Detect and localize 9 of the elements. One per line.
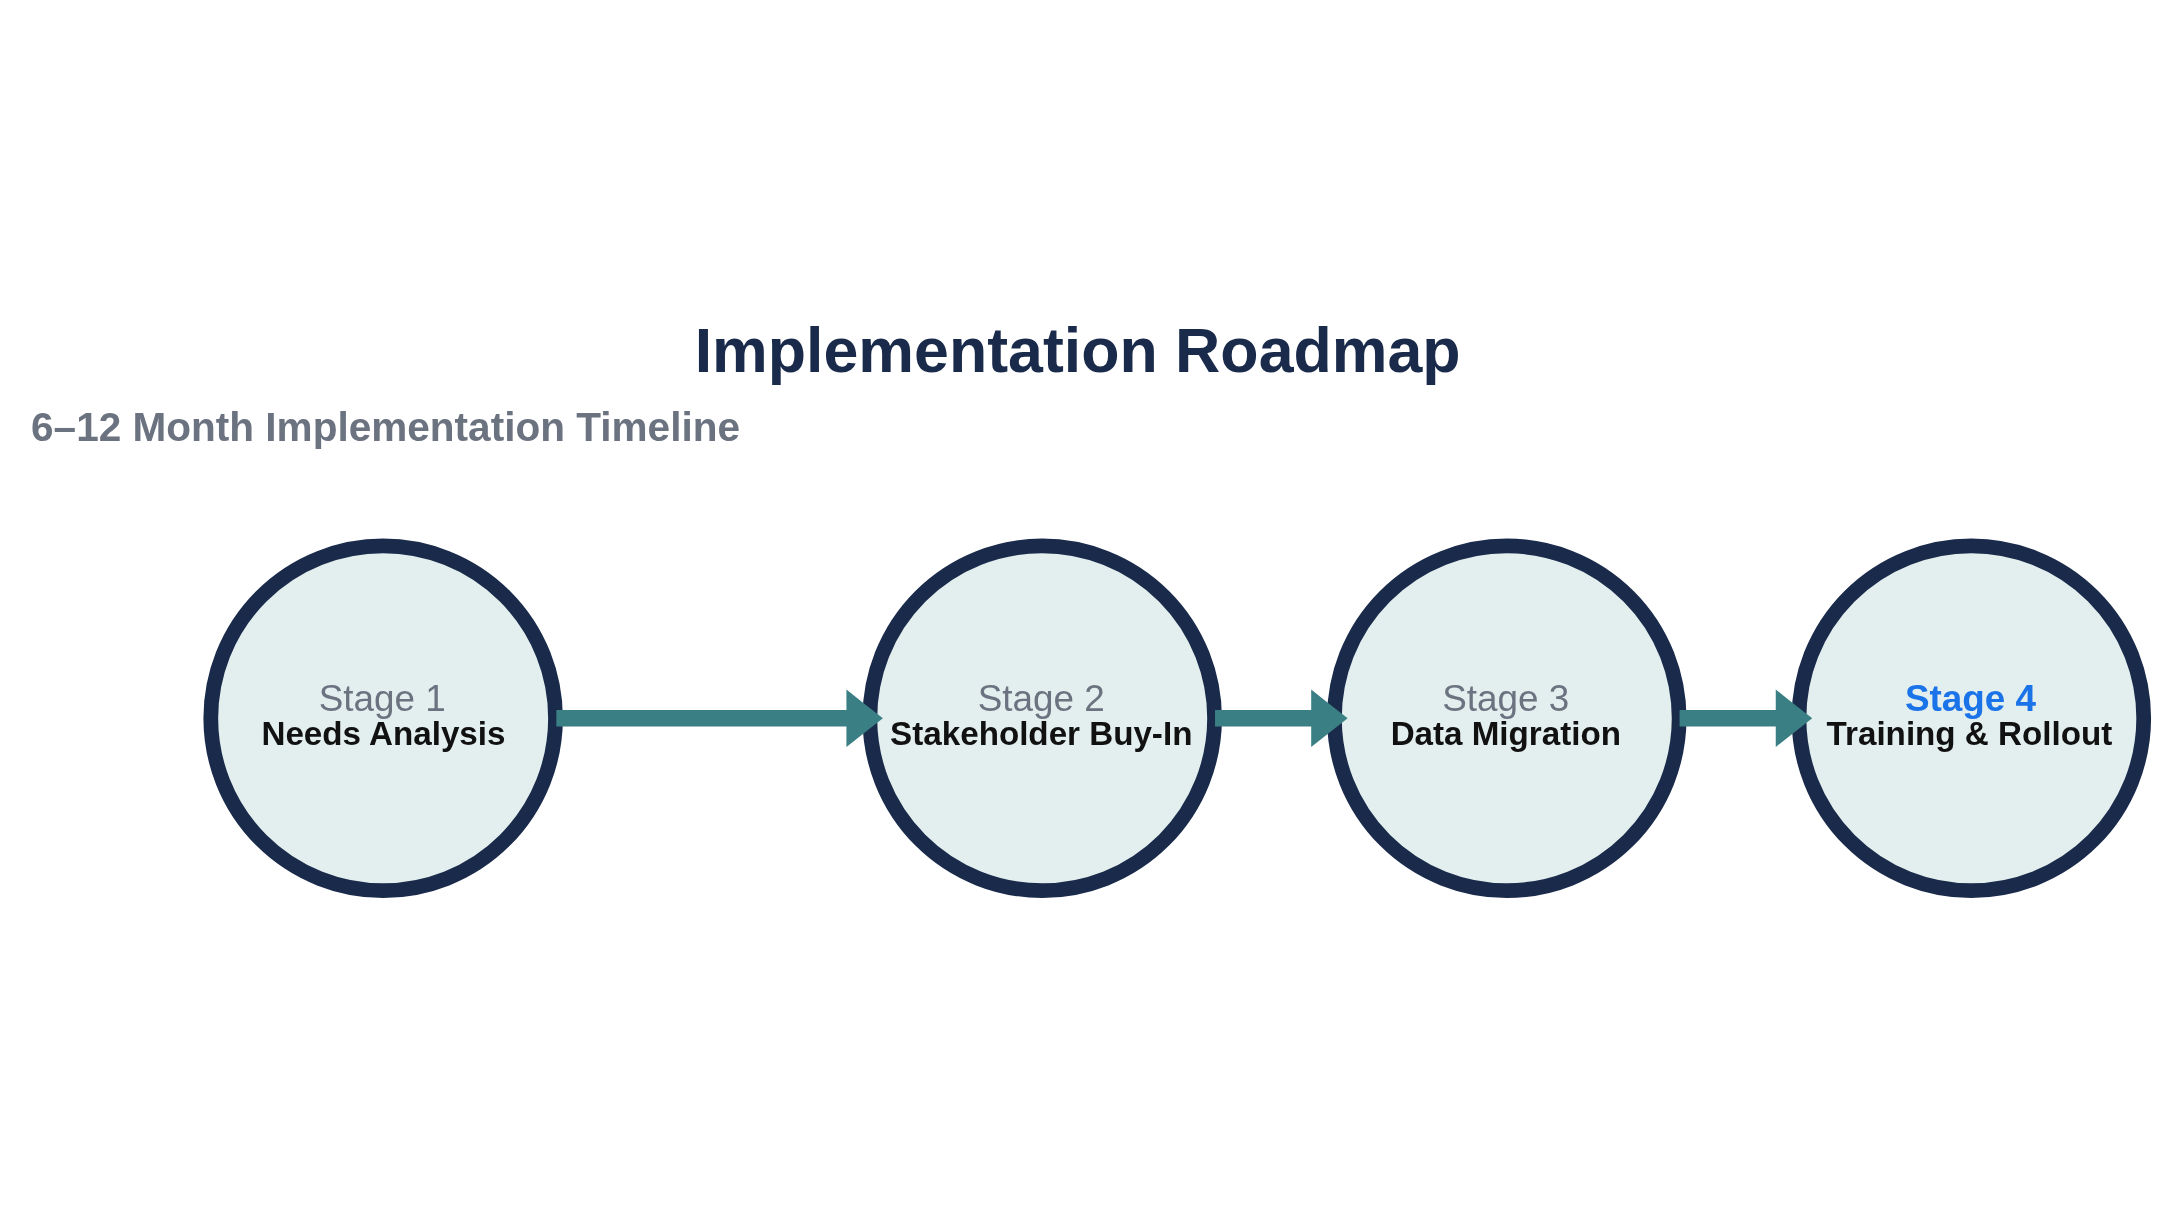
label: 6–12 Month Implementation Timeline	[31, 403, 741, 450]
node-circle: Stage 2 Stakeholder Buy-In	[862, 538, 1222, 898]
diagram-title: Implementation Roadmap	[694, 314, 1461, 385]
arrow	[556, 689, 883, 747]
node-circle: Stage 4 Training & Rollout	[1791, 538, 2152, 898]
node-circle: Stage 1 Needs Analysis	[203, 538, 563, 898]
arrow	[1215, 689, 1348, 747]
node-circle: Stage 3 Data Migration	[1327, 538, 1687, 898]
arrow	[1679, 689, 1813, 747]
